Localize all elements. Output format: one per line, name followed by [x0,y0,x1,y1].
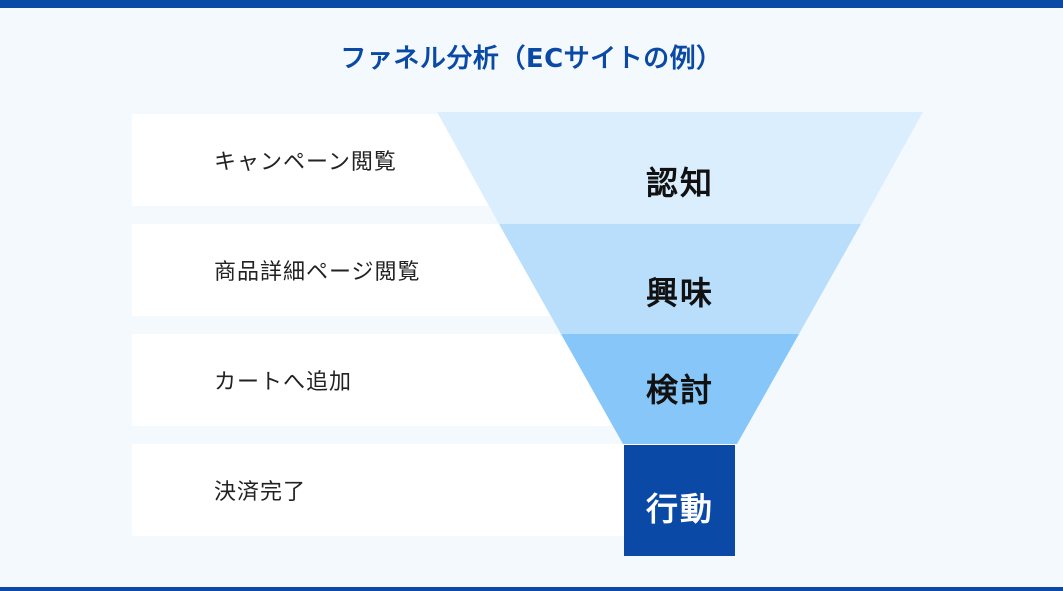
stage-label-consideration: 検討 [645,371,714,409]
funnel-stage-action [624,445,735,556]
action-label-3: カートへ追加 [214,370,353,395]
stage-label-action: 行動 [645,490,714,528]
funnel-stage-interest [499,224,861,334]
top-accent-bar [0,0,1063,8]
stage-label-interest: 興味 [645,274,714,312]
stage-label-awareness: 認知 [645,164,714,202]
action-label-1: キャンペーン閲覧 [214,150,397,175]
action-label-4: 決済完了 [214,480,307,505]
action-label-2: 商品詳細ページ閲覧 [214,260,421,285]
page-title: ファネル分析（ECサイトの例） [340,44,723,74]
funnel-stage-awareness [437,112,923,224]
bottom-accent-bar [0,587,1063,591]
funnel-stage-consideration [561,334,799,444]
